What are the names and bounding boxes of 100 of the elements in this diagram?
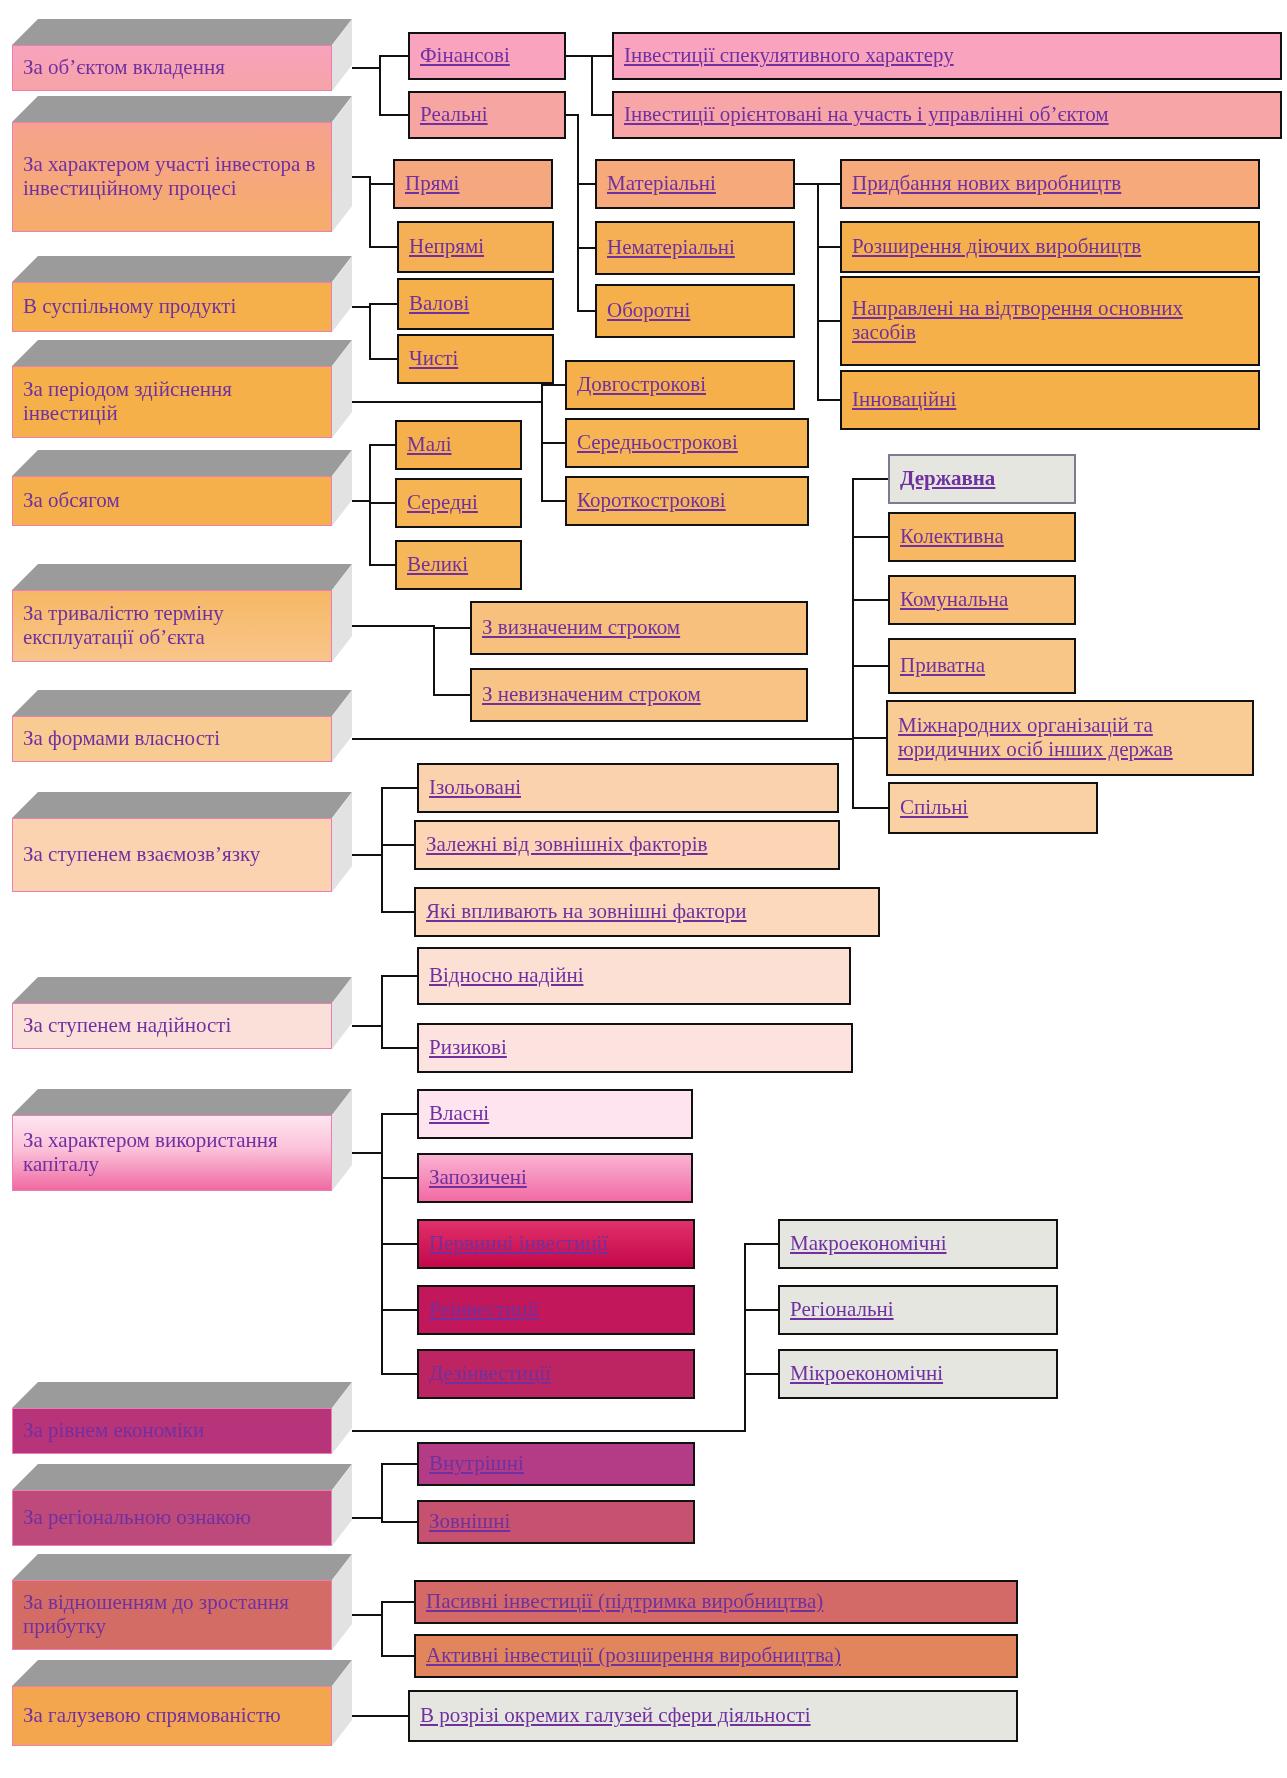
type-box [417, 1089, 693, 1139]
type-box [408, 1690, 1018, 1742]
type-label: З визначеним строком [482, 616, 681, 640]
type-label: Макроекономічні [790, 1232, 947, 1256]
type-label: Колективна [900, 525, 1004, 549]
type-label: Розширення діючих виробництв [852, 235, 1142, 259]
connector-line [351, 854, 415, 913]
category-label: За періодом здійснення інвестицій [23, 378, 233, 426]
connector-line [351, 1517, 418, 1523]
type-box [414, 820, 840, 870]
type-label: Комунальна [900, 588, 1009, 612]
type-label: Інноваційні [852, 388, 957, 412]
type-box [417, 763, 839, 813]
type-box [417, 1285, 695, 1335]
type-label: Мікроекономічні [790, 1362, 944, 1386]
type-box [565, 476, 809, 526]
category-slab [12, 19, 352, 91]
type-box [417, 1500, 695, 1544]
category-slab [12, 256, 352, 332]
category-label: В суспільному продукті [23, 295, 237, 319]
type-label: Приватна [900, 654, 986, 678]
category-slab [12, 340, 352, 438]
type-label: Запозичені [429, 1166, 527, 1190]
category-slab [12, 792, 352, 892]
type-label: Залежні від зовнішніх факторів [426, 833, 708, 857]
category-label: За характером участі інвестора в інвестиційному процесі [23, 153, 317, 201]
connector-line [351, 625, 471, 696]
type-label: Інвестиції орієнтовані на участь і управлінні об’єктом [624, 103, 1109, 127]
type-box [393, 159, 553, 209]
type-label: Пасивні інвестиції (підтримка виробництва) [426, 1590, 824, 1614]
category-label: За регіональною ознакою [23, 1506, 252, 1530]
category-label: За ступенем взаємозв’язку [23, 843, 261, 867]
type-box [417, 1442, 695, 1486]
connector-line [351, 306, 398, 360]
connector-line [351, 67, 409, 116]
type-label: Первинні інвестиції [429, 1232, 609, 1256]
category-slab [12, 1089, 352, 1191]
type-box [595, 284, 795, 338]
type-box [395, 540, 522, 590]
type-label: Активні інвестиції (розширення виробництва) [426, 1644, 841, 1668]
type-box [417, 1153, 693, 1203]
type-box [414, 1634, 1018, 1678]
type-box [417, 1219, 695, 1269]
type-box [888, 512, 1076, 562]
type-label: Валові [409, 292, 470, 316]
category-label: За відношенням до зростання прибутку [23, 1591, 290, 1639]
type-label: Нематеріальні [607, 236, 735, 260]
type-box [397, 334, 554, 384]
category-label: За обсягом [23, 489, 120, 513]
type-label: Реальні [420, 103, 488, 127]
type-label: Малі [407, 433, 452, 457]
connector-line [351, 1614, 415, 1657]
category-label: За формами власності [23, 727, 220, 751]
type-label: Дезінвестиції [429, 1362, 551, 1386]
type-label: Фінансові [420, 44, 510, 68]
type-box [397, 221, 554, 273]
type-label: Які впливають на зовнішні фактори [426, 900, 747, 924]
category-label: За об’єктом вкладення [23, 56, 225, 80]
connector-line [351, 1025, 418, 1049]
type-box [417, 1349, 695, 1399]
connector-line [565, 55, 613, 116]
type-box [395, 478, 522, 528]
category-label: За характером використання капіталу [23, 1129, 279, 1177]
type-box [470, 601, 808, 655]
type-label: Непрямі [409, 235, 484, 259]
type-label: Матеріальні [607, 172, 716, 196]
type-box [612, 91, 1282, 139]
type-label: Короткострокові [577, 489, 726, 513]
type-box [565, 418, 809, 468]
type-box [408, 32, 566, 80]
connector-line [351, 176, 398, 248]
category-label: За тривалістю терміну експлуатації об’єкта [23, 602, 225, 650]
type-label: Спільні [900, 796, 969, 820]
type-box [840, 221, 1260, 273]
type-label: Довгострокові [577, 373, 706, 397]
category-label: За галузевою спрямованістю [23, 1704, 281, 1728]
type-label: Державна [900, 467, 996, 491]
category-slab [12, 96, 352, 232]
type-label: Зовнішні [429, 1510, 511, 1534]
type-label: В розрізі окремих галузей сфери діяльності [420, 1704, 811, 1728]
type-box [414, 1580, 1018, 1624]
type-label: Ризикові [429, 1036, 507, 1060]
type-label: Власні [429, 1102, 490, 1126]
type-label: Чисті [409, 347, 459, 371]
type-label: Внутрішні [429, 1452, 524, 1476]
type-box [470, 668, 808, 722]
type-box [888, 575, 1076, 625]
category-slab [12, 564, 352, 662]
type-box [397, 278, 554, 330]
type-label: Прямі [405, 172, 460, 196]
type-box [417, 947, 851, 1005]
type-label: Великі [407, 553, 469, 577]
type-box [408, 91, 566, 139]
type-label: Регіональні [790, 1298, 894, 1322]
type-box [840, 159, 1260, 209]
category-slab [12, 1660, 352, 1746]
type-label: Ізольовані [429, 776, 521, 800]
type-box [778, 1219, 1058, 1269]
type-label: Міжнародних організацій та юридичних осіб інших держав [898, 714, 1174, 762]
type-label: Придбання нових виробництв [852, 172, 1122, 196]
